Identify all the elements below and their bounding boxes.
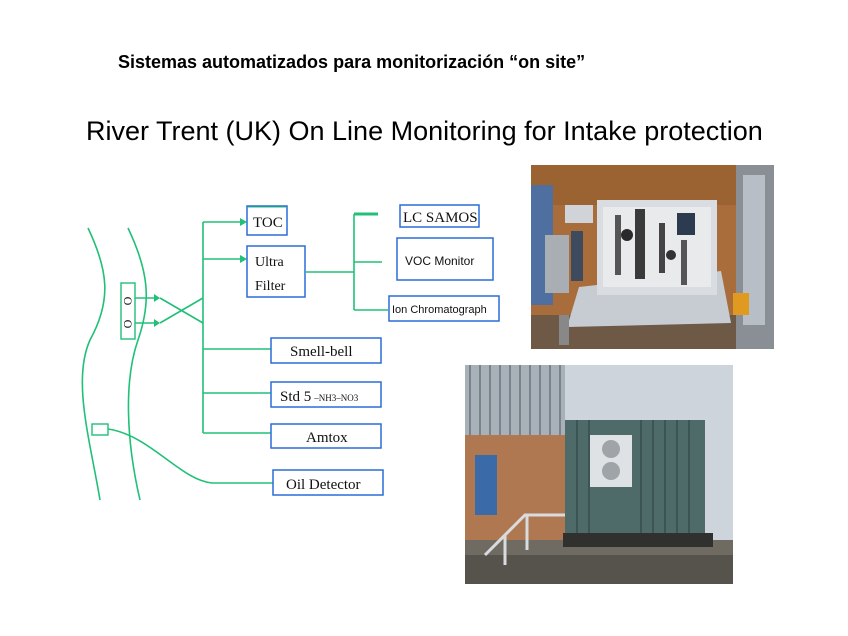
ion-chromatograph-label: Ion Chromatograph — [392, 304, 487, 316]
intake-arrowhead-1 — [154, 294, 160, 302]
smell-bell-label: Smell-bell — [290, 344, 353, 360]
river-bank-right — [128, 228, 146, 500]
std5-label: Std 5–NH3–NO3 — [280, 389, 359, 405]
oil-intake-marker — [92, 424, 108, 435]
voc-monitor-label: VOC Monitor — [405, 254, 474, 268]
arrow-toc — [240, 218, 247, 226]
amtox-label: Amtox — [306, 430, 348, 446]
arrow-ultrafilter — [240, 255, 247, 263]
monitoring-panel-photo — [531, 165, 774, 349]
oil-detector-label: Oil Detector — [286, 477, 361, 493]
lc-samos-label: LC SAMOS — [403, 210, 478, 226]
ultra-filter-label-1: Ultra — [255, 255, 285, 270]
intake-marker-box — [121, 283, 135, 339]
intake-marker-2: O — [121, 320, 135, 329]
intake-marker-1: O — [121, 297, 135, 306]
intake-arrowhead-2 — [154, 319, 160, 327]
toc-label: TOC — [253, 215, 283, 231]
river-bank-left — [82, 228, 105, 500]
monitoring-station-photo — [465, 365, 733, 584]
panel-photo-illustration — [531, 165, 774, 349]
ultra-filter-label-2: Filter — [255, 279, 286, 294]
station-photo-illustration — [465, 365, 733, 584]
oil-line — [108, 429, 273, 483]
